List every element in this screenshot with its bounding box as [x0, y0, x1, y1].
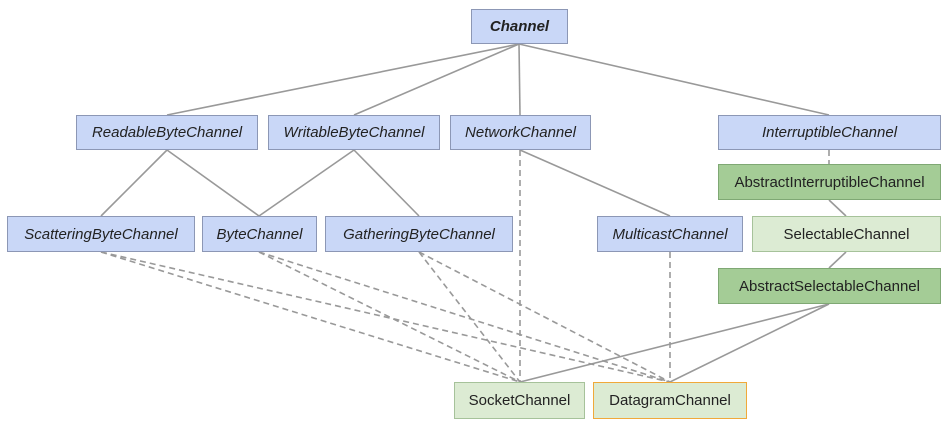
edge-byte-datagram [258, 251, 671, 383]
edge-network-multicast [519, 149, 671, 217]
node-writable-byte-channel: WritableByteChannel [268, 115, 440, 150]
node-scattering-byte-channel: ScatteringByteChannel [7, 216, 195, 252]
edge-gathering-socket [418, 251, 521, 383]
edge-channel-network [518, 43, 521, 116]
edge-writable-gathering [353, 149, 420, 217]
node-selectable-channel: SelectableChannel [752, 216, 941, 252]
edge-selectable-abstractsel [828, 251, 847, 269]
node-readable-byte-channel: ReadableByteChannel [76, 115, 258, 150]
node-gathering-byte-channel: GatheringByteChannel [325, 216, 513, 252]
edge-abstractsel-socket [519, 303, 830, 383]
edge-gathering-datagram [418, 251, 671, 383]
edge-scattering-datagram [100, 251, 671, 383]
edge-channel-readable [166, 43, 520, 116]
node-abstract-selectable-channel: AbstractSelectableChannel [718, 268, 941, 304]
edge-channel-interruptible [518, 43, 830, 116]
node-abstract-interruptible-channel: AbstractInterruptibleChannel [718, 164, 941, 200]
node-interruptible-channel: InterruptibleChannel [718, 115, 941, 150]
node-byte-channel: ByteChannel [202, 216, 317, 252]
edge-abstractsel-datagram [669, 303, 830, 383]
node-network-channel: NetworkChannel [450, 115, 591, 150]
edge-readable-scattering [100, 149, 168, 217]
node-multicast-channel: MulticastChannel [597, 216, 743, 252]
node-socket-channel: SocketChannel [454, 382, 585, 419]
edge-abstractint-selectable [828, 199, 847, 217]
node-channel: Channel [471, 9, 568, 44]
edge-readable-byte [166, 149, 260, 217]
edge-scattering-socket [100, 251, 521, 383]
edge-channel-writable [353, 43, 520, 116]
node-datagram-channel: DatagramChannel [593, 382, 747, 419]
edge-writable-byte [258, 149, 355, 217]
edge-byte-socket [258, 251, 521, 383]
